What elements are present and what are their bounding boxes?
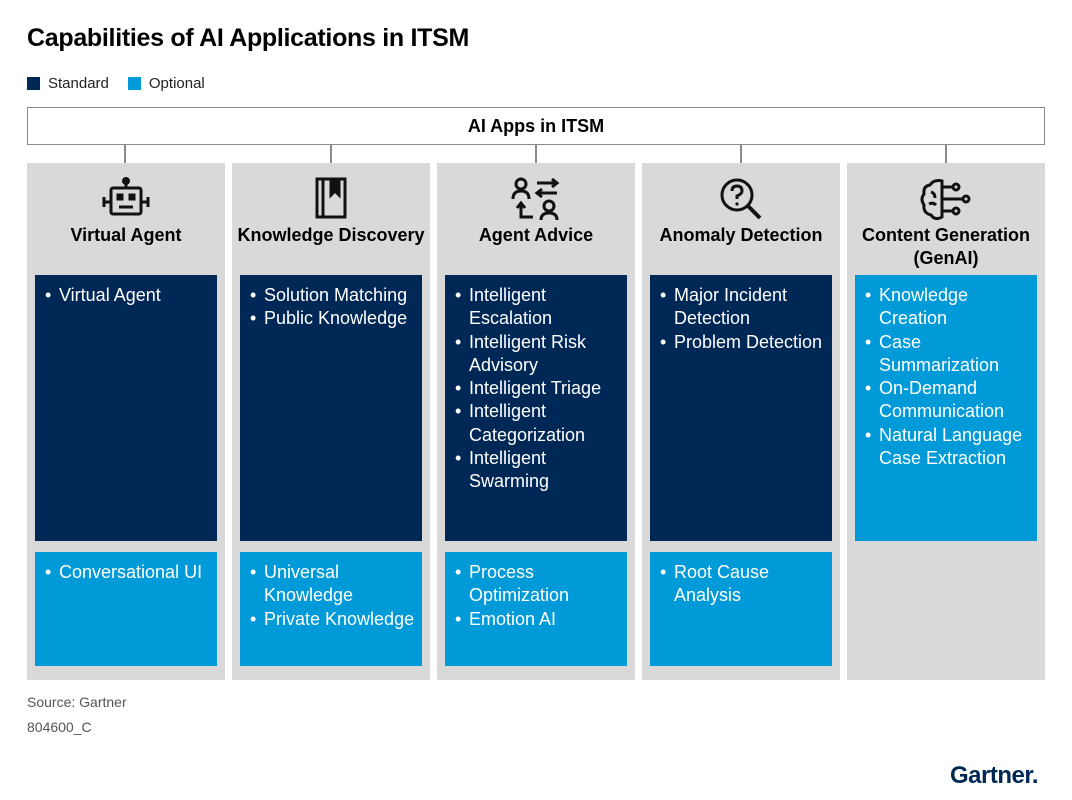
column-anomaly-detection: Anomaly Detection Major Incident Detecti… (642, 163, 840, 680)
legend-standard: Standard (27, 75, 109, 92)
optional-box: Root Cause Analysis (650, 552, 832, 666)
list-item: Universal Knowledge (250, 561, 416, 608)
legend-optional: Optional (127, 75, 205, 92)
legend: Standard Optional (27, 75, 224, 92)
list-item: Intelligent Escalation (455, 284, 621, 331)
column-agent-advice: Agent Advice Intelligent Escalation Inte… (437, 163, 635, 680)
list-item: Natural Language Case Extraction (865, 424, 1031, 471)
column-title: Virtual Agent (70, 225, 182, 245)
column-knowledge-discovery: Knowledge Discovery Solution Matching Pu… (232, 163, 430, 680)
column-title: Knowledge Discovery (237, 225, 425, 245)
connector-line (945, 145, 947, 163)
list-item: Public Knowledge (250, 307, 416, 331)
banner-ai-apps: AI Apps in ITSM (27, 107, 1045, 145)
list-item: Case Summarization (865, 331, 1031, 378)
connector-line (740, 145, 742, 163)
connector-line (124, 145, 126, 163)
source-note: Source: Gartner (27, 694, 127, 710)
gartner-logo: Gartner. (950, 762, 1039, 789)
column-content-generation: Content Generation (GenAI) Knowledge Cre… (847, 163, 1045, 680)
list-item: Root Cause Analysis (660, 561, 826, 608)
connector-line (535, 145, 537, 163)
column-title: Content Generation (GenAI) (861, 225, 1030, 268)
brain-circuit-icon (847, 177, 1045, 221)
figure-code: 804600_C (27, 719, 92, 735)
legend-optional-swatch (127, 77, 141, 90)
list-item: Emotion AI (455, 608, 621, 632)
standard-box: Major Incident Detection Problem Detecti… (650, 275, 832, 541)
column-virtual-agent: Virtual Agent Virtual Agent Conversation… (27, 163, 225, 680)
standard-box: Intelligent Escalation Intelligent Risk … (445, 275, 627, 541)
list-item: Intelligent Triage (455, 377, 621, 401)
diagram-title: Capabilities of AI Applications in ITSM (27, 24, 470, 52)
list-item: Major Incident Detection (660, 284, 826, 331)
connector-line (330, 145, 332, 163)
list-item: Virtual Agent (45, 284, 211, 308)
list-item: Intelligent Categorization (455, 400, 621, 447)
optional-box: Conversational UI (35, 552, 217, 666)
optional-box: Process Optimization Emotion AI (445, 552, 627, 666)
list-item: Knowledge Creation (865, 284, 1031, 331)
list-item: On-Demand Communication (865, 377, 1031, 424)
list-item: Process Optimization (455, 561, 621, 608)
list-item: Problem Detection (660, 331, 826, 355)
list-item: Intelligent Swarming (455, 447, 621, 494)
legend-optional-label: Optional (148, 75, 205, 92)
standard-box: Solution Matching Public Knowledge (240, 275, 422, 541)
legend-standard-label: Standard (48, 75, 109, 92)
robot-icon (27, 177, 225, 219)
list-item: Intelligent Risk Advisory (455, 331, 621, 378)
optional-box: Universal Knowledge Private Knowledge (240, 552, 422, 666)
agent-exchange-icon (437, 177, 635, 221)
list-item: Conversational UI (45, 561, 211, 585)
column-title: Agent Advice (478, 225, 594, 245)
book-icon (232, 177, 430, 219)
standard-box: Virtual Agent (35, 275, 217, 541)
optional-box: Knowledge Creation Case Summarization On… (855, 275, 1037, 541)
list-item: Solution Matching (250, 284, 416, 308)
legend-standard-swatch (27, 77, 40, 90)
list-item: Private Knowledge (250, 608, 416, 632)
column-title: Anomaly Detection (659, 225, 823, 245)
magnifier-question-icon (642, 177, 840, 221)
